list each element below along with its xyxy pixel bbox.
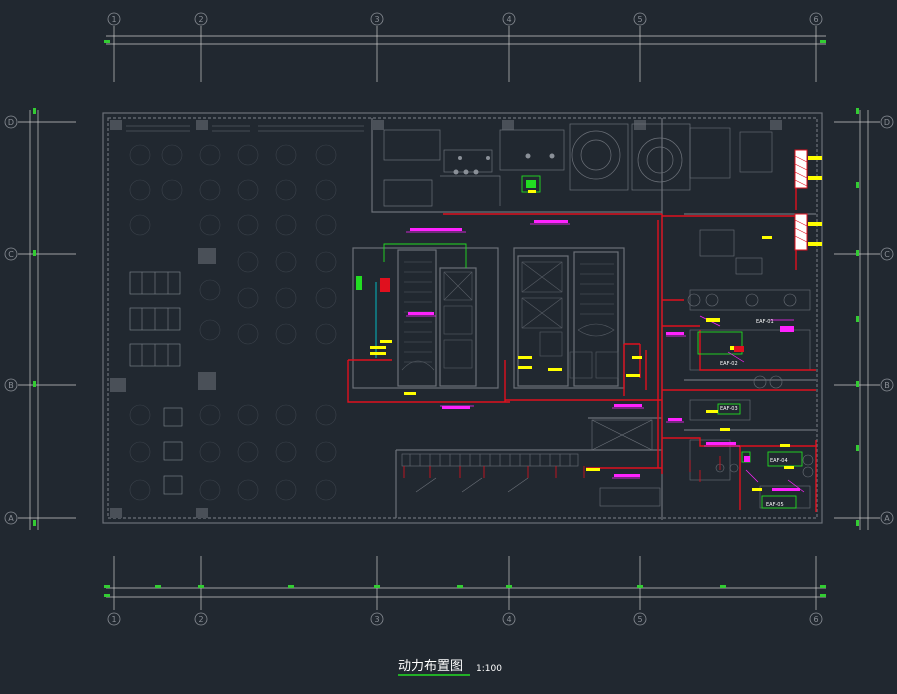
stairs-and-shafts — [401, 261, 619, 379]
axis-label: C — [884, 250, 890, 259]
axis-label: 6 — [813, 615, 818, 624]
axis-label: 4 — [506, 615, 511, 624]
axis-label: A — [884, 514, 890, 523]
equipment-tag: EAF-01 — [756, 319, 774, 325]
axis-label: 2 — [198, 15, 203, 24]
row-axis-labels-right: D C B A — [884, 118, 890, 523]
axis-label: 2 — [198, 615, 203, 624]
equipment-tag: EAF-04 — [770, 458, 788, 464]
axis-label: B — [884, 381, 890, 390]
equipment-tag: EAF-03 — [720, 406, 738, 412]
drawing-title-block: 动力布置图 1:100 — [398, 659, 502, 676]
row-axis-bubbles-right — [880, 115, 894, 525]
row-axis-labels-left: D C B A — [8, 118, 14, 523]
dimension-lines — [18, 26, 880, 610]
column-axis-bubbles-top — [107, 12, 823, 26]
equipment-box-fills — [356, 180, 536, 290]
axis-label: A — [8, 514, 14, 523]
column-axis-labels-bottom: 1 2 3 4 5 6 — [111, 615, 818, 624]
axis-label: 3 — [374, 15, 379, 24]
axis-label: D — [8, 118, 14, 127]
column-axis-bubbles-bottom — [107, 612, 823, 626]
distribution-panels — [380, 149, 808, 352]
equipment-boxes — [383, 175, 803, 509]
private-room-fixtures — [453, 153, 555, 175]
power-drops — [403, 456, 721, 482]
axis-label: B — [8, 381, 14, 390]
column-axis-labels-top: 1 2 3 4 5 6 — [111, 15, 818, 24]
axis-label: C — [8, 250, 14, 259]
dining-tables — [129, 144, 337, 501]
drawing-scale: 1:100 — [476, 664, 502, 674]
lower-kitchen-counters — [401, 453, 661, 507]
axis-label: 1 — [111, 15, 116, 24]
axis-label: 5 — [637, 15, 642, 24]
perimeter-niches — [126, 125, 364, 132]
row-axis-bubbles-left — [4, 115, 18, 525]
callout-leaders — [406, 223, 805, 493]
equipment-tag: EAF-02 — [720, 361, 738, 367]
callout-labels — [408, 220, 800, 491]
axis-label: 4 — [506, 15, 511, 24]
circuit-tags — [370, 156, 822, 491]
dimension-ticks — [33, 40, 859, 597]
axis-label: D — [884, 118, 890, 127]
axis-label: 6 — [813, 15, 818, 24]
kitchen-equipment — [591, 127, 814, 509]
axis-label: 1 — [111, 615, 116, 624]
equipment-tag: EAF-05 — [766, 502, 784, 508]
equipment-tag-texts: EAF-01 EAF-02 EAF-03 EAF-04 EAF-05 — [720, 319, 788, 508]
power-circuits — [347, 150, 817, 512]
private-rooms — [383, 123, 691, 207]
dining-table-outlines — [129, 271, 183, 495]
drawing-title: 动力布置图 — [398, 659, 463, 674]
structural-columns — [110, 120, 782, 518]
axis-label: 5 — [637, 615, 642, 624]
axis-label: 3 — [374, 615, 379, 624]
